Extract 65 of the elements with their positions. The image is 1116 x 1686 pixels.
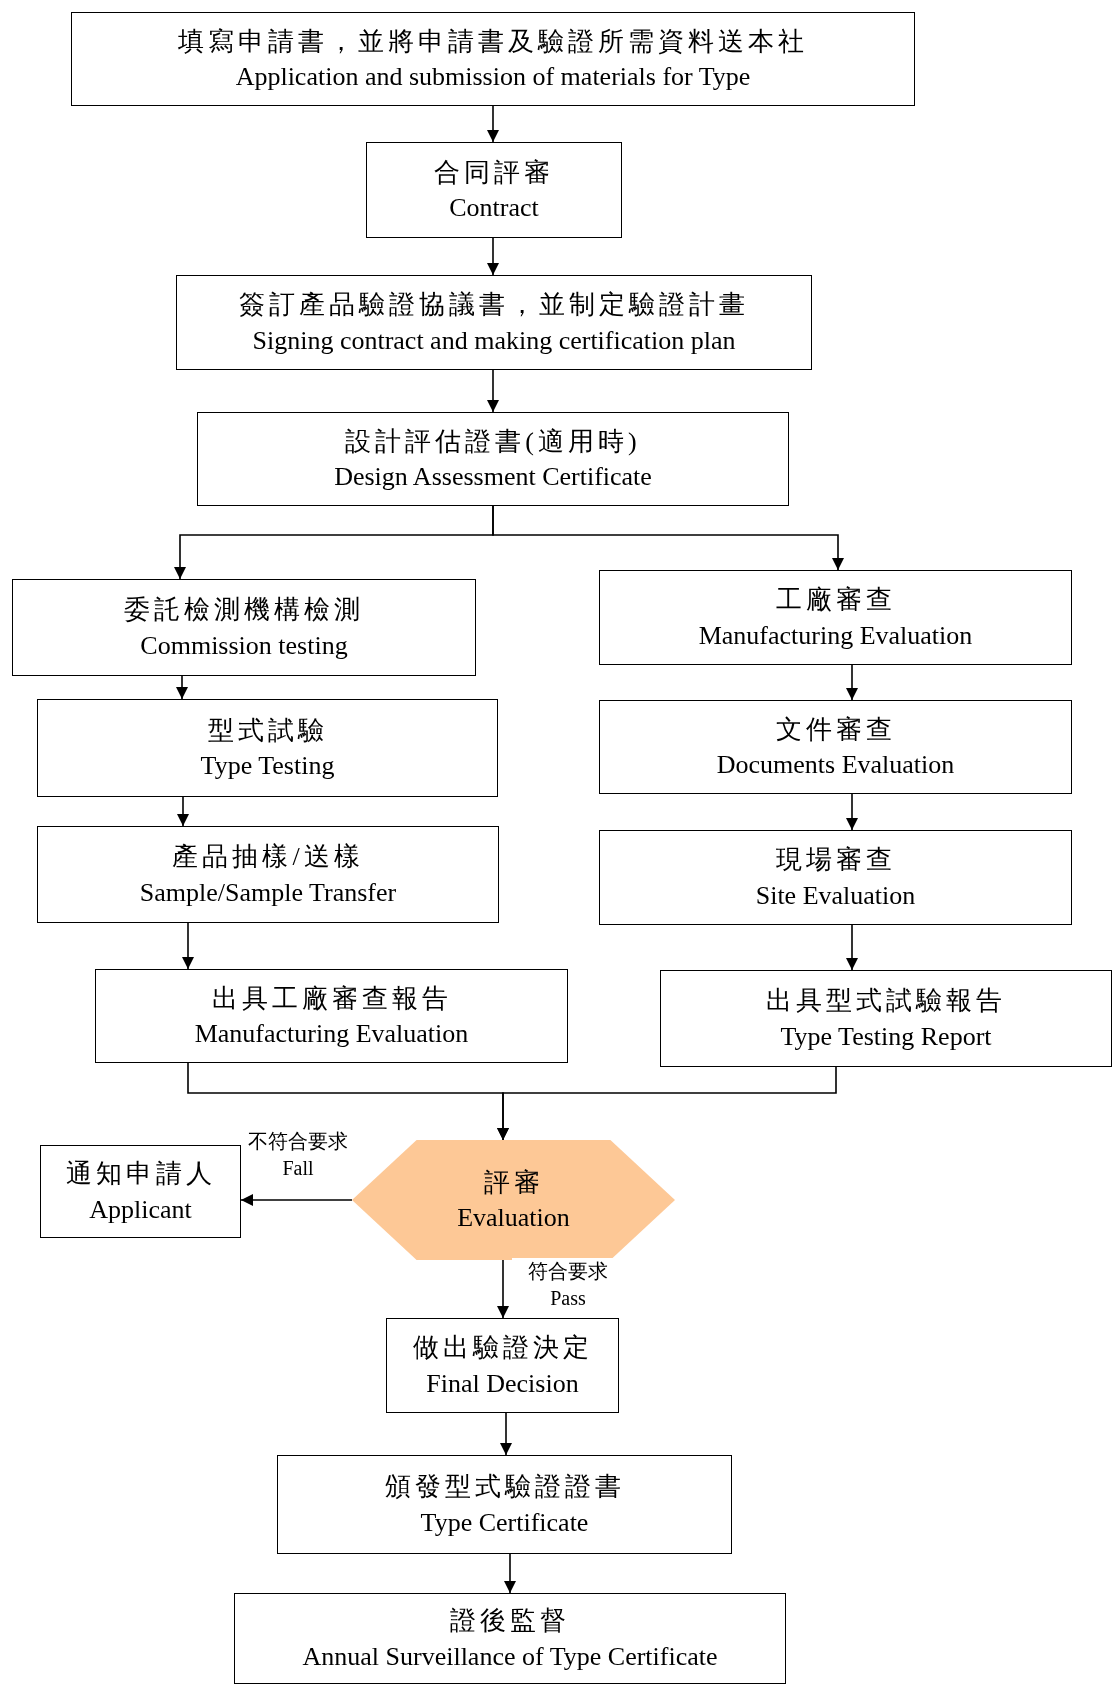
step-title: 設計評估證書(適用時) [345,425,641,458]
process-box [40,1145,241,1238]
step-subtitle: Manufacturing Evaluation [698,619,973,652]
step-subtitle: Evaluation [457,1202,570,1234]
arrow [492,505,844,571]
step-title: 頒發型式驗證證書 [384,1471,625,1504]
process-box [176,275,812,370]
process-box [599,700,1072,794]
step-title: 產品抽樣/送樣 [172,841,364,874]
arrow [487,105,499,143]
process-box [71,12,915,106]
step-title: 做出驗證決定 [412,1332,593,1365]
step-subtitle: Type Testing [200,750,335,782]
process-box [366,142,622,238]
step-subtitle: Applicant [89,1193,192,1226]
arrow [182,922,194,970]
step-subtitle: Final Decision [426,1367,579,1400]
process-box [95,969,568,1063]
process-box [660,970,1112,1067]
step-subtitle: Commission testing [140,629,348,662]
process-box [37,699,498,797]
step-title: 評審 [483,1166,544,1199]
arrow [497,1259,509,1319]
step-subtitle: Manufacturing Evaluation [194,1018,469,1050]
step-subtitle: Signing contract and making certification plan [252,324,736,357]
step-title: 合同評審 [434,156,554,189]
step-title: 出具型式試驗報告 [766,985,1006,1018]
arrow [240,1194,353,1206]
step-title: 通知申請人 [65,1158,216,1191]
step-subtitle: Site Evaluation [755,879,916,912]
arrow [487,369,499,413]
step-title: 工廠審查 [775,584,896,617]
step-title: 填寫申請書，並將申請書及驗證所需資料送本社 [178,25,808,58]
process-box [599,570,1072,665]
arrow [846,793,858,831]
step-subtitle: Annual Surveillance of Type Certificate [302,1640,718,1673]
arrow [500,1412,512,1456]
arrow [176,675,188,700]
step-title: 文件審查 [775,713,896,746]
process-box [386,1318,619,1413]
arrow [846,664,858,701]
step-subtitle: Type Testing Report [780,1020,992,1053]
step-subtitle: Contract [449,192,539,224]
step-title: 型式試驗 [207,714,328,747]
process-box [234,1593,786,1684]
step-title: 現場審查 [775,844,896,877]
step-title: 委託檢測機構檢測 [124,594,364,627]
process-box [197,412,789,506]
step-subtitle: Type Certificate [420,1506,589,1539]
arrow [487,237,499,276]
arrow [177,796,189,827]
step-subtitle: Design Assessment Certificate [334,461,652,493]
process-box [277,1455,732,1554]
step-title: 簽訂產品驗證協議書，並制定驗證計畫 [239,289,749,322]
arrow [497,1066,837,1141]
process-box [599,830,1072,925]
arrow [846,924,858,971]
step-subtitle: Sample/Sample Transfer [139,876,397,909]
step-subtitle: Documents Evaluation [716,749,955,781]
step-title: 證後監督 [450,1605,570,1638]
process-box [37,826,499,923]
step-subtitle: Application and submission of materials for Type [235,61,751,93]
step-title: 出具工廠審查報告 [211,982,452,1015]
arrow [504,1553,516,1594]
process-box [12,579,476,676]
